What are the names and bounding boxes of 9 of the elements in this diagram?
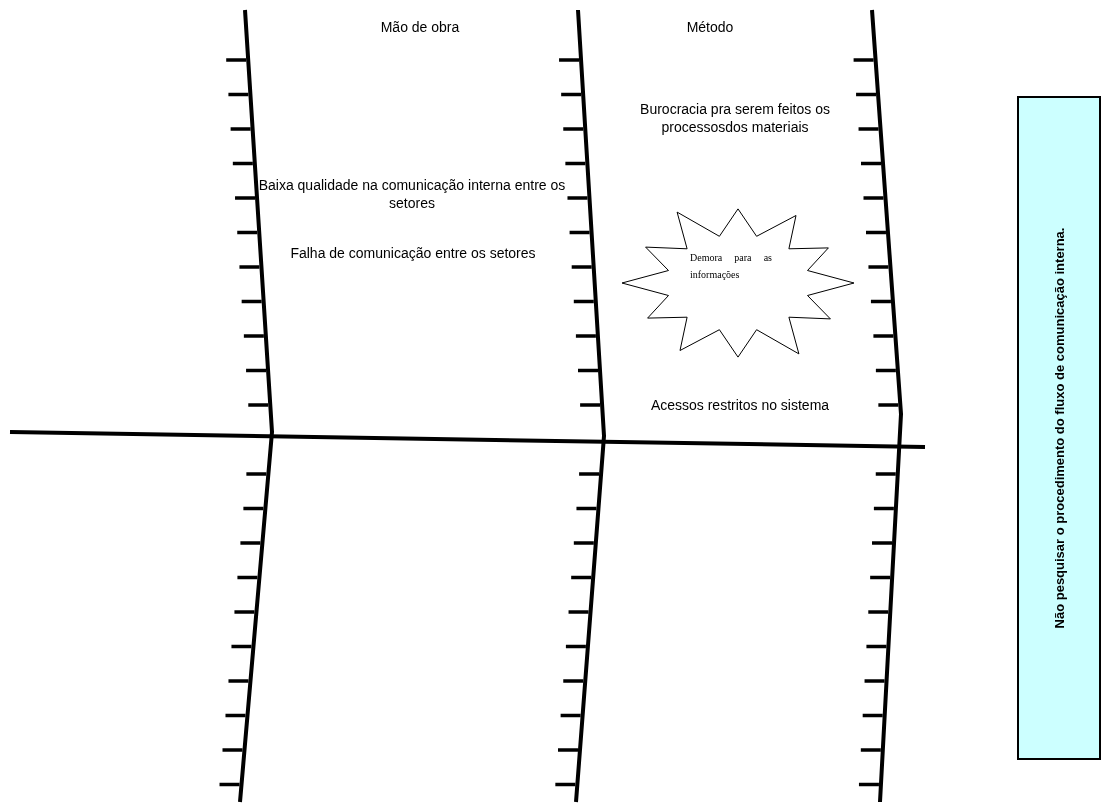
label-text: Acessos restritos no sistema [649, 396, 831, 414]
node-text: Demora para as informações [690, 251, 772, 282]
label-text: Burocracia pra serem feitos os processosdos materiais [639, 100, 831, 136]
label-text: Falha de comunicação entre os setores [289, 244, 537, 262]
label-text: Método [685, 18, 735, 36]
effect-text: Não pesquisar o procedimento do fluxo de comunicação interna. [1051, 227, 1067, 629]
label-text: Mão de obra [379, 18, 461, 36]
effect-box [1017, 96, 1101, 760]
label-text: Baixa qualidade na comunicação interna entre os setores [257, 176, 567, 212]
